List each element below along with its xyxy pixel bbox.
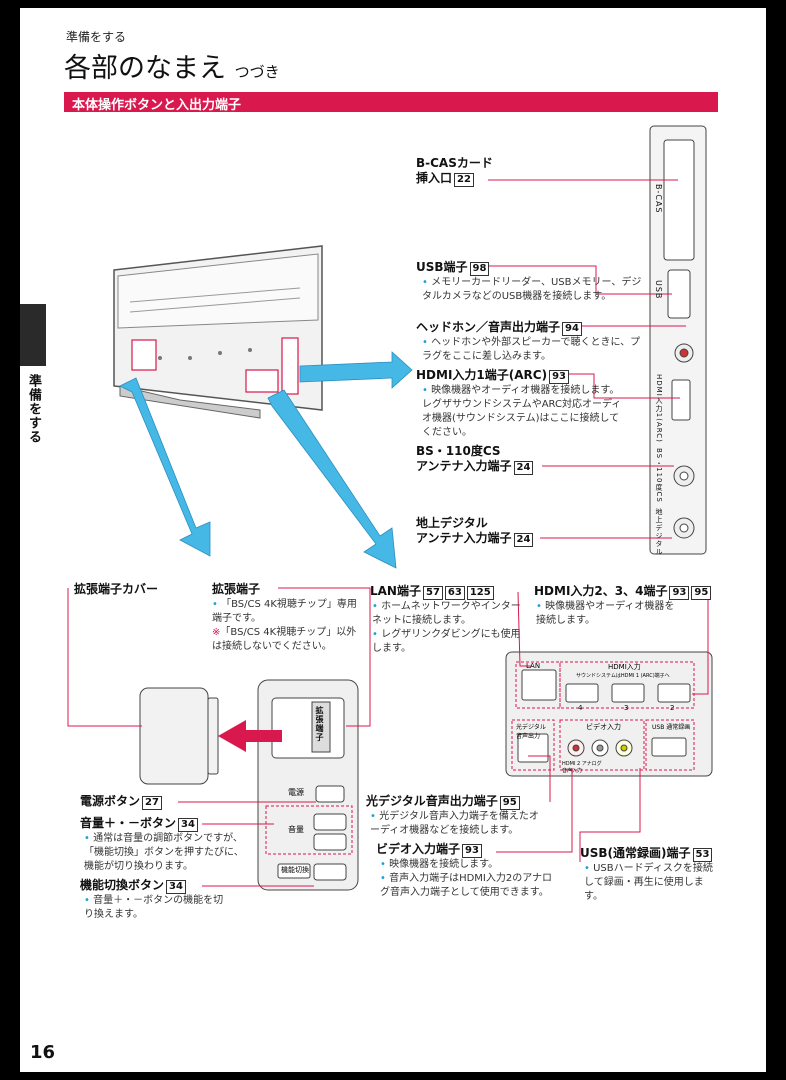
ref-usb: 98: [469, 262, 490, 276]
panel-hdmi-text: HDMI入力1(ARC): [655, 374, 663, 443]
page-title: 各部のなまえ つづき: [64, 46, 280, 85]
leader-lines: [67, 179, 709, 887]
panel-lan-text: LAN: [526, 662, 541, 670]
ref-lan-3: 125: [466, 586, 494, 600]
note-hdmi234: • 映像機器やオーディオ機器を接続します。: [536, 601, 675, 626]
panel-bcas-text: B-CAS: [654, 184, 663, 214]
control-panel-illustration: [257, 679, 359, 891]
note-lan: • ホームネットワークやインターネットに接続します。 • レグザリンクダビングに…: [372, 601, 521, 654]
note-headphone: • ヘッドホンや外部スピーカーで聴くときに、プラグをここに差し込みます。: [422, 337, 641, 362]
panel-expansion-text: 拡張端子: [315, 706, 324, 742]
manual-page: 準備をする 各部のなまえ つづき 本体操作ボタンと入出力端子 準備をする: [20, 8, 766, 1072]
ref-terrestrial: 24: [513, 533, 534, 547]
panel-usbrec-text: USB 通常録画: [652, 724, 691, 731]
ref-hdmi234-1: 93: [669, 586, 690, 600]
ref-lan-1: 57: [422, 586, 443, 600]
ref-lan-2: 63: [444, 586, 465, 600]
ref-bcas: 22: [454, 173, 474, 187]
ref-func: 34: [166, 880, 186, 894]
note-hdmi1: • 映像機器やオーディオ機器を接続します。レグザサウンドシステムやARC対応オー…: [422, 385, 622, 438]
bottom-panel-illustration: [505, 651, 713, 777]
ref-optical: 95: [499, 796, 520, 810]
panel-video-text: ビデオ入力: [586, 723, 621, 731]
ref-video: 93: [462, 844, 482, 858]
ref-bs: 24: [513, 461, 534, 475]
dashed-boxes: [265, 661, 695, 855]
note-func: • 音量＋・－ボタンの機能を切り換えます。: [84, 895, 224, 920]
panel-func-text: 機能切換: [281, 866, 309, 874]
panel-power-text: 電源: [288, 788, 304, 797]
label-hdmi1: HDMI入力1端子(ARC)93: [416, 368, 569, 384]
panel-hdmi2-note: HDMI 2 アナログ 音声入力: [562, 761, 602, 774]
panel-hdmi-in-text: HDMI入力: [608, 663, 641, 671]
panel-bs-text: BS・110度CS: [655, 448, 663, 503]
blue-arrows: [119, 351, 413, 569]
label-expansion: 拡張端子: [212, 582, 261, 596]
tv-back-illustration: [113, 245, 323, 419]
cover-illustration: [139, 687, 282, 785]
note-video: • 映像機器を接続します。 • 音声入力端子はHDMI入力2のアナログ音声入力端…: [380, 859, 553, 898]
note-expansion: • 「BS/CS 4K視聴チップ」専用端子です。 ※「BS/CS 4K視聴チップ…: [212, 599, 357, 652]
note-usbrec: • USBハードディスクを接続して録画・再生に使用します。: [584, 863, 713, 902]
panel-hdmi-4: 4: [578, 704, 583, 712]
page-title-main: 各部のなまえ: [64, 53, 226, 84]
note-optical: • 光デジタル音声入力端子を備えたオーディオ機器などを接続します。: [370, 811, 539, 836]
panel-hdmi-2: 2: [670, 704, 675, 712]
note-volume: • 通常は音量の調節ボタンですが、「機能切換」ボタンを押すたびに、機能が切り換わ…: [84, 833, 244, 872]
section-label: 準備をする: [66, 30, 127, 44]
panel-usb-text: USB: [654, 280, 663, 300]
panel-hdmi-3: 3: [624, 704, 629, 712]
page-title-sub: つづき: [234, 63, 280, 81]
label-cover: 拡張端子カバー: [74, 582, 159, 596]
panel-volume-text: 音量: [288, 825, 304, 834]
ref-hdmi234-2: 95: [691, 586, 712, 600]
ref-volume: 34: [178, 818, 198, 832]
side-tab-block: [20, 304, 46, 366]
side-tab-label: 準備をする: [26, 374, 41, 444]
panel-terr-text: 地上デジタル: [655, 508, 663, 556]
page-number: 16: [30, 1042, 56, 1063]
note-usb: • メモリーカードリーダー、USBメモリー、デジタルカメラなどのUSB機器を接続…: [422, 277, 642, 302]
panel-optical-text: 光デジタル 音声出力: [516, 724, 546, 740]
ref-power: 27: [142, 796, 162, 810]
ref-hdmi1: 93: [549, 370, 569, 384]
diagram-illustration: [67, 125, 713, 891]
ref-headphone: 94: [562, 322, 582, 336]
panel-hdmi-arc-note: サウンドシステムはHDMI 1 (ARC)端子へ: [576, 673, 670, 679]
ref-usbrec: 53: [692, 848, 713, 862]
side-panel-illustration: [649, 125, 707, 555]
section-bar: 本体操作ボタンと入出力端子: [64, 92, 718, 113]
